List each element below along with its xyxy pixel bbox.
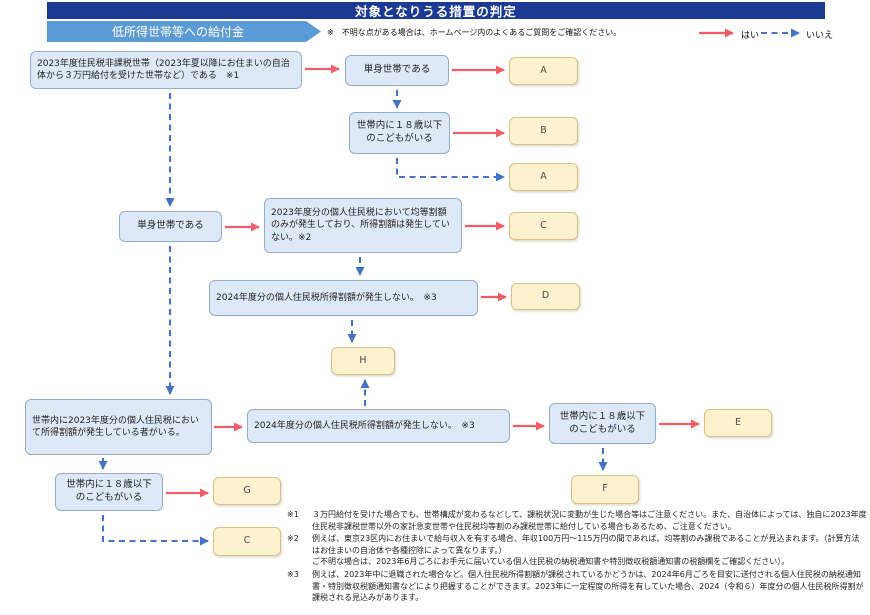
footnote-marker-2: ※2 — [287, 534, 299, 544]
result-box-a2: A — [509, 163, 578, 191]
footnote-marker-3: ※3 — [287, 569, 299, 579]
decision-box-shotokuwari-member: 世帯内に2023年度分の個人住民税において所得割額が発生している者がいる。 — [25, 399, 212, 455]
decision-box-single-mid: 単身世帯である — [119, 211, 222, 242]
result-box-e: E — [704, 409, 772, 437]
footnote-text-1: ３万円給付を受けた場合でも、世帯構成が変わるなどして、課税状況に変動が生じた場合… — [312, 510, 867, 531]
section-banner: 低所得世帯等への給付金 — [47, 21, 321, 42]
result-box-c2: C — [213, 527, 281, 556]
footnote-3: ※3 例えば、2023年中に退職された場合など。個人住民税所得割額が課税されている… — [287, 569, 867, 604]
result-box-f: F — [571, 475, 639, 504]
result-box-d: D — [511, 283, 580, 310]
footnote-text-2: 例えば、東京23区内にお住まいで給与収入を有する場合、年収100万円～115万円… — [312, 534, 860, 567]
decision-box-child-right: 世帯内に１８歳以下のこどもがいる — [549, 403, 656, 444]
decision-box-hikazei-2023: 2023年度住民税非課税世帯（2023年夏以降にお住まいの自治体から３万円給付を… — [30, 51, 302, 89]
result-box-c1: C — [509, 212, 578, 240]
result-box-b: B — [509, 117, 578, 145]
footnote-1: ※1 ３万円給付を受けた場合でも、世帯構成が変わるなどして、課税状況に変動が生じた… — [287, 509, 867, 532]
footnotes: ※1 ３万円給付を受けた場合でも、世帯構成が変わるなどして、課税状況に変動が生じた… — [287, 509, 867, 605]
footnote-text-3: 例えば、2023年中に退職された場合など。個人住民税所得割額が課税されているかど… — [312, 569, 864, 603]
arrow-no-child-to-a2 — [395, 158, 505, 182]
decision-box-single-top: 単身世帯である — [345, 55, 449, 86]
decision-box-kintowari-2023: 2023年度分の個人住民税において均等割額のみが発生しており、所得割額は発生して… — [264, 198, 462, 253]
page-title: 対象となりうる措置の判定 — [47, 2, 825, 19]
legend-no-label: いいえ — [806, 31, 834, 41]
page-title-text: 対象となりうる措置の判定 — [355, 4, 517, 19]
result-box-h: H — [331, 347, 395, 375]
decision-box-shotokuwari-2024-upper: 2024年度分の個人住民税所得割額が発生しない。 ※3 — [209, 280, 478, 316]
result-box-g: G — [213, 477, 281, 505]
decision-box-child-top: 世帯内に１８歳以下のこどもがいる — [349, 112, 450, 154]
footnote-marker-1: ※1 — [287, 510, 299, 519]
legend-yes-label: はい — [741, 31, 760, 41]
result-box-a1: A — [509, 57, 578, 85]
section-banner-text: 低所得世帯等への給付金 — [111, 25, 244, 39]
decision-box-child-left: 世帯内に１８歳以下のこどもがいる — [55, 473, 163, 511]
decision-box-shotokuwari-2024-lower: 2024年度分の個人住民税所得割額が発生しない。 ※3 — [247, 409, 510, 443]
footnote-2: ※2 例えば、東京23区内にお住まいで給与収入を有する場合、年収100万円～115… — [287, 533, 867, 568]
faq-note: ※ 不明な点がある場合は、ホームページ内のよくあるご質問をご確認ください。 — [327, 28, 622, 37]
arrow-no-childleft-to-c2 — [101, 515, 209, 546]
